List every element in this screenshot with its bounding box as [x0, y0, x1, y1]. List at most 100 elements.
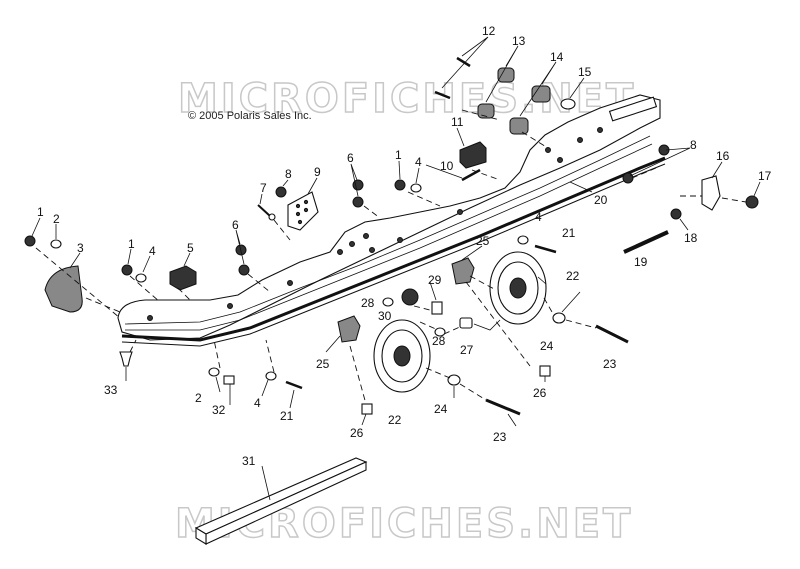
nut-1b-icon	[121, 264, 133, 276]
nut-6b-icon	[352, 179, 364, 191]
callout-26a: 26	[533, 386, 547, 400]
callout-7: 7	[260, 181, 267, 195]
callout-6b: 6	[347, 151, 354, 165]
callout-25b: 25	[316, 357, 330, 371]
callout-18: 18	[684, 231, 698, 245]
callout-5: 5	[187, 241, 194, 255]
wheel-22b-icon	[373, 319, 431, 393]
nut-18-icon	[670, 208, 682, 220]
bolt-26a-icon	[539, 365, 551, 377]
bolt-27-icon	[459, 317, 473, 329]
bolt-29-icon	[431, 301, 443, 315]
copyright-notice: © 2005 Polaris Sales Inc.	[188, 110, 312, 122]
callout-28a: 28	[361, 296, 375, 310]
callout-19: 19	[634, 255, 648, 269]
bolt-12b-icon	[434, 90, 451, 100]
callout-23a: 23	[603, 357, 617, 371]
washer-2b-icon	[208, 367, 220, 377]
callout-labels: 1 2 3 1 4 5 6 7 8 9 6 1 4 10 11 12 13 14…	[37, 24, 772, 468]
callout-21b: 21	[280, 409, 294, 423]
callout-31: 31	[242, 454, 256, 468]
bushing-13a-icon	[497, 67, 515, 83]
callout-10: 10	[440, 159, 454, 173]
callout-13: 13	[512, 34, 526, 48]
callout-8a: 8	[285, 167, 292, 181]
callout-24b: 24	[434, 402, 448, 416]
bushing-14a-icon	[531, 85, 551, 103]
bolt-7-icon	[257, 204, 271, 217]
gear-30-icon	[401, 288, 419, 306]
callout-4a: 4	[149, 244, 156, 258]
callout-2a: 2	[53, 212, 60, 226]
nut-6a2-icon	[238, 264, 250, 276]
callout-24a: 24	[540, 339, 554, 353]
callout-15: 15	[578, 65, 592, 79]
nut-6b2-icon	[352, 196, 364, 208]
callout-6a: 6	[232, 218, 239, 232]
callout-12: 12	[482, 24, 496, 38]
bracket-16-icon	[701, 175, 721, 211]
front-cap-icon	[44, 265, 83, 313]
callout-1b: 1	[128, 237, 135, 251]
washer-2a-icon	[50, 239, 62, 249]
rail-assembly	[117, 94, 666, 347]
mount-25a-icon	[451, 257, 475, 285]
callout-21a: 21	[562, 226, 576, 240]
callout-14: 14	[550, 50, 564, 64]
nut-8a-icon	[275, 186, 287, 198]
callout-32: 32	[212, 403, 226, 417]
callout-4c: 4	[535, 210, 542, 224]
mount-25b-icon	[337, 315, 361, 343]
callout-29: 29	[428, 273, 442, 287]
callout-22b: 22	[388, 413, 402, 427]
plate-9-icon	[287, 191, 319, 231]
watermark-top: MICROFICHES.NET	[178, 76, 636, 122]
bolt-23a-icon	[595, 324, 629, 344]
washer-4b-icon	[410, 183, 422, 193]
callout-23b: 23	[493, 430, 507, 444]
callout-30: 30	[378, 309, 392, 323]
washer-24a-icon	[552, 312, 566, 324]
callout-28b: 28	[432, 334, 446, 348]
bolt-32-icon	[223, 375, 235, 385]
callout-22a: 22	[566, 269, 580, 283]
bushing-13b-icon	[477, 103, 495, 119]
callout-26b: 26	[350, 426, 364, 440]
wear-strip-31-icon	[194, 457, 368, 545]
bolt-21a-icon	[534, 244, 557, 254]
nut-1a-icon	[24, 235, 36, 247]
bolt-26b-icon	[361, 403, 373, 415]
callout-17: 17	[758, 169, 772, 183]
washer-4c-icon	[517, 235, 529, 245]
bolt-12a-icon	[456, 56, 471, 68]
callout-25a: 25	[476, 234, 490, 248]
bolt-23b-icon	[485, 398, 521, 416]
callout-33: 33	[104, 383, 118, 397]
nut-1c-icon	[394, 179, 406, 191]
callout-1a: 1	[37, 205, 44, 219]
bushing-14b-icon	[509, 117, 529, 135]
callout-4d: 4	[254, 396, 261, 410]
callout-11: 11	[451, 115, 464, 129]
callout-9: 9	[314, 165, 321, 179]
callout-20: 20	[594, 193, 608, 207]
washer-4a-icon	[135, 273, 147, 283]
clip-11-icon	[459, 141, 487, 169]
bolt-21b-icon	[285, 380, 303, 390]
callout-1c: 1	[395, 148, 402, 162]
nut-8b2-icon	[622, 172, 634, 184]
cap-17-icon	[745, 195, 759, 209]
axle-19-icon	[623, 230, 669, 254]
callout-3: 3	[77, 241, 84, 255]
callout-2b: 2	[195, 391, 202, 405]
callout-27: 27	[460, 343, 474, 357]
wheel-22a-icon	[489, 251, 547, 325]
washer-15-icon	[560, 98, 576, 110]
callout-16: 16	[716, 149, 730, 163]
block-5-icon	[169, 265, 197, 291]
callout-8b: 8	[690, 138, 697, 152]
washer-4d-icon	[265, 371, 277, 381]
washer-28b-icon	[434, 327, 446, 337]
washer-28a-icon	[382, 297, 394, 307]
